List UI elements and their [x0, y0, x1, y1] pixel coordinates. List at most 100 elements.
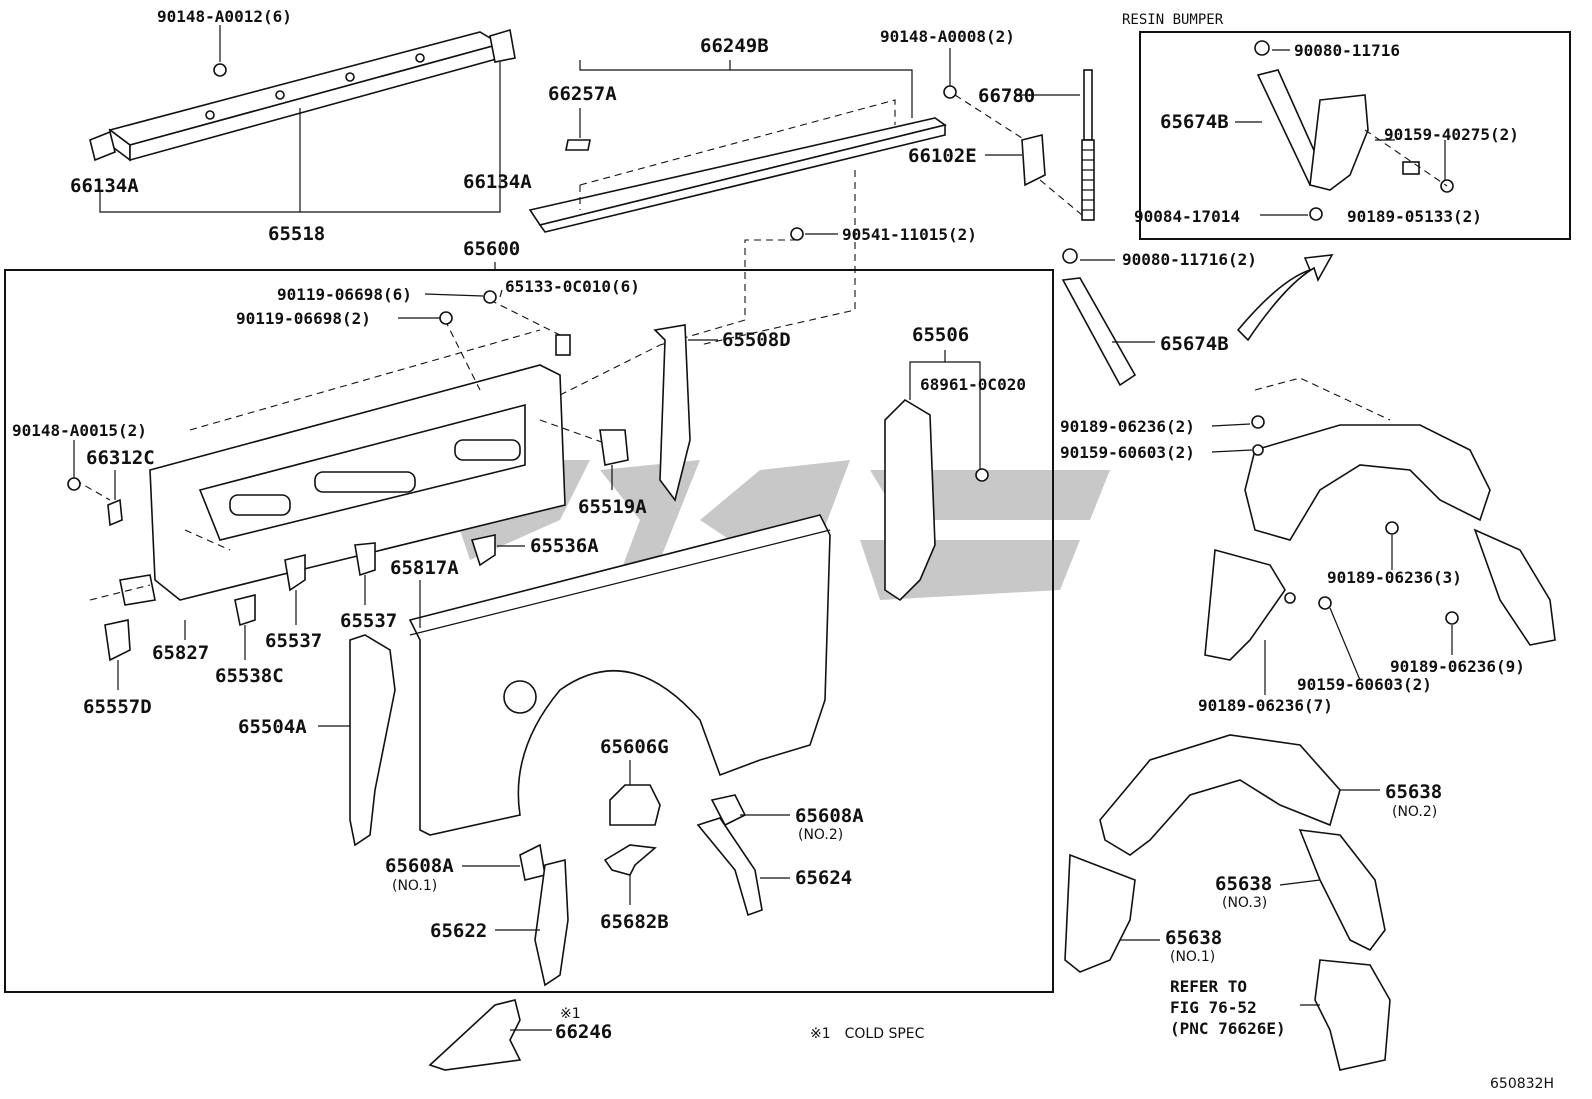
label-90119-2: 90119-06698(2)	[236, 309, 371, 328]
dash-65557d	[89, 584, 151, 601]
bracket-65622	[534, 858, 569, 987]
label-cold-spec-note: ※1 COLD SPEC	[810, 1026, 925, 1042]
label-65600: 65600	[463, 238, 520, 260]
label-65537-b: 65537	[340, 610, 397, 632]
labels: 90148-A0012(6) 66134A 66134A 65518 66249…	[12, 7, 1554, 1092]
clip-90189-06236-3	[1385, 521, 1399, 535]
label-65638-no2: 65638	[1385, 781, 1442, 803]
bolt-90119-2	[439, 311, 453, 325]
label-65622: 65622	[430, 920, 487, 942]
label-cold-spec-mark: ※1	[560, 1006, 581, 1022]
clip-90159-60603-2b	[1318, 596, 1332, 610]
bolt-90080-11716	[1062, 248, 1078, 264]
bracket-65508d	[653, 324, 691, 502]
bracket-65606g	[609, 784, 661, 826]
bracket-65537-b	[354, 542, 376, 577]
label-diagram-code: 650832H	[1490, 1076, 1554, 1092]
label-65557d: 65557D	[83, 696, 152, 718]
bolt-90080-11716-box	[1254, 40, 1270, 56]
label-90148-a0012: 90148-A0012(6)	[157, 7, 292, 26]
label-65519a: 65519A	[578, 496, 647, 518]
bracket-65537-a	[284, 553, 306, 592]
end-cap-66134a-left	[89, 130, 116, 162]
label-66312c: 66312C	[86, 447, 155, 469]
dash-panel-left	[184, 529, 231, 551]
bracket-66102e	[1021, 133, 1046, 187]
label-refer-2: FIG 76-52	[1170, 998, 1257, 1017]
label-65508d: 65508D	[722, 329, 791, 351]
dash-90541-a	[659, 239, 797, 346]
label-68961: 68961-0C020	[920, 375, 1026, 394]
bumper-side-box	[1309, 94, 1369, 191]
label-65536a: 65536A	[530, 535, 599, 557]
leader-66249b-bracket	[579, 60, 913, 118]
label-resin-bumper: RESIN BUMPER	[1122, 12, 1224, 28]
label-90148-a0008: 90148-A0008(2)	[880, 27, 1015, 46]
label-66102e: 66102E	[908, 145, 977, 167]
bracket-65624	[696, 817, 763, 917]
leader-90189-06236-2	[1211, 423, 1251, 427]
bolt-90148-a0008	[943, 85, 957, 99]
label-65638-no2-sub: (NO.2)	[1392, 804, 1437, 820]
bed-rail-cap-66249b	[528, 117, 947, 233]
nut-65133	[555, 334, 571, 356]
bolt-90189-06236-9	[1445, 611, 1459, 625]
label-90084: 90084-17014	[1134, 207, 1240, 226]
bracket-65536a	[470, 534, 496, 567]
leader-90159-60603-2b	[1329, 607, 1361, 681]
leader-65133	[499, 289, 503, 298]
label-66246: 66246	[555, 1021, 612, 1043]
dash-liner-upper	[1254, 377, 1391, 421]
label-65638-no3-sub: (NO.3)	[1222, 895, 1267, 911]
dash-panel-right	[559, 344, 661, 396]
clip-90159-60603-2a	[1252, 444, 1264, 456]
pillar-65506	[884, 398, 936, 602]
dash-66102e	[954, 94, 1026, 141]
liner-left-piece	[1204, 548, 1286, 661]
label-65674b-box: 65674B	[1160, 111, 1229, 133]
label-65624: 65624	[795, 867, 852, 889]
leader-65638-no3	[1279, 879, 1321, 886]
label-90159-60603-2a: 90159-60603(2)	[1060, 443, 1195, 462]
main-assembly-frame	[4, 269, 1054, 993]
label-90541: 90541-11015(2)	[842, 225, 977, 244]
bed-outer-panel-65817a	[408, 514, 831, 836]
dash-90541-b	[699, 170, 856, 346]
label-90159-60603-2b: 90159-60603(2)	[1297, 675, 1432, 694]
label-65638-no3: 65638	[1215, 873, 1272, 895]
label-65518: 65518	[268, 223, 325, 245]
label-65538c: 65538C	[215, 665, 284, 687]
label-66780: 66780	[978, 85, 1035, 107]
clip-90084-17014	[1309, 207, 1323, 221]
bracket-65538c	[234, 593, 256, 627]
dash-65519a	[539, 419, 611, 446]
label-90159-40275: 90159-40275(2)	[1384, 125, 1519, 144]
label-90189-06236-9: 90189-06236(9)	[1390, 657, 1525, 676]
bracket-65608a-no1	[519, 843, 546, 881]
bolt-68961	[975, 468, 989, 482]
label-90080-11716-box: 90080-11716	[1294, 41, 1400, 60]
liner-65638-no2	[1099, 734, 1341, 856]
label-65608a-no1: 65608A	[385, 855, 454, 877]
bed-inner-panel	[119, 364, 566, 606]
bolt-90189-06236-2	[1251, 415, 1265, 429]
arrow-to-resin-bumper	[1236, 254, 1334, 342]
label-66249b: 66249B	[700, 35, 769, 57]
mudguard-66246	[428, 999, 522, 1071]
label-90119-6: 90119-06698(6)	[277, 285, 412, 304]
label-65827: 65827	[152, 642, 209, 664]
bolt-90541	[790, 227, 804, 241]
label-65504a: 65504A	[238, 716, 307, 738]
dash-66249b	[579, 99, 896, 186]
label-65817a: 65817A	[390, 557, 459, 579]
label-65133: 65133-0C010(6)	[505, 277, 640, 296]
label-90148-a0015: 90148-A0015(2)	[12, 421, 147, 440]
label-90189-06236-7: 90189-06236(7)	[1198, 696, 1333, 715]
label-65608a-no2: 65608A	[795, 805, 864, 827]
bracket-65682b	[603, 844, 657, 876]
pillar-65504a	[349, 634, 396, 847]
clip-90159-40275	[1402, 161, 1420, 175]
clip-66312c	[107, 498, 123, 527]
label-66257a: 66257A	[548, 83, 617, 105]
